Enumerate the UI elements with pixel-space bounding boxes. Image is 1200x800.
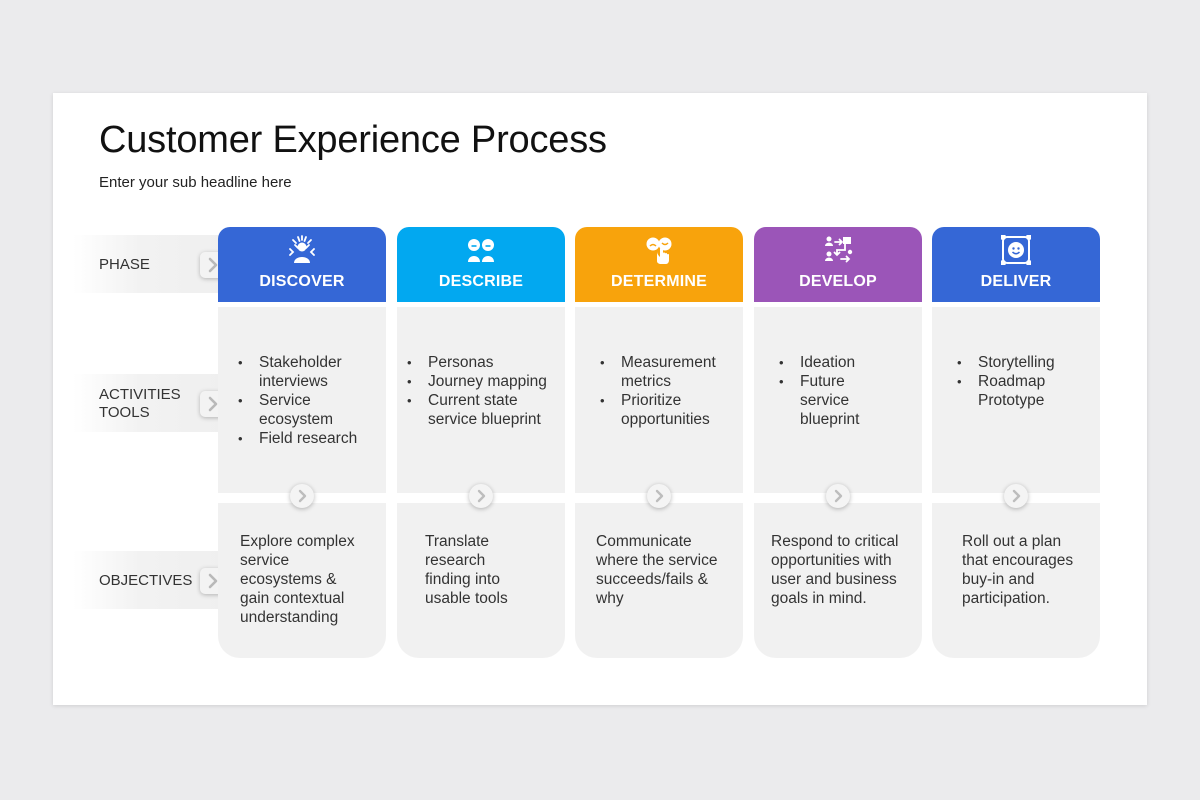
objective-line: understanding — [240, 609, 339, 626]
phase-header: DISCOVER — [218, 227, 386, 302]
objective-cell: Respond to critical opportunities with u… — [754, 503, 922, 658]
activities-list: Storytelling Roadmap Prototype — [956, 353, 1055, 410]
row-label-phase: PHASE — [73, 235, 223, 293]
chevron-right-icon — [290, 484, 314, 508]
chevron-right-icon — [647, 484, 671, 508]
objective-cell: Communicate where the service succeeds/f… — [575, 503, 743, 658]
list-item: ecosystem — [259, 411, 334, 428]
objective-line: research — [425, 552, 486, 569]
objective-line: where the service — [596, 552, 718, 569]
chevron-right-icon — [469, 484, 493, 508]
phase-header: DELIVER — [932, 227, 1100, 302]
row-label-line: ACTIVITIES — [99, 386, 181, 403]
phase-name: DISCOVER — [259, 273, 345, 290]
objective-line: Communicate — [596, 533, 692, 550]
objective-line: usable tools — [425, 590, 508, 607]
phase-name: DESCRIBE — [438, 273, 524, 290]
phase-column-discover: DISCOVER Stakeholder interviews Service … — [218, 227, 386, 658]
chevron-right-icon — [826, 484, 850, 508]
objective-line: goals in mind. — [771, 590, 867, 607]
objective-line: why — [596, 590, 624, 607]
phase-column-describe: DESCRIBE Personas Journey mapping Curren… — [397, 227, 565, 658]
list-item: metrics — [621, 373, 671, 390]
phase-name: DELIVER — [980, 273, 1052, 290]
objective-line: opportunities with — [771, 552, 892, 569]
brainstorm-person-icon — [289, 235, 315, 263]
phase-name: DEVELOP — [799, 273, 877, 290]
objective-line: gain contextual — [240, 590, 345, 607]
list-item: Stakeholder — [237, 353, 357, 372]
list-item: Journey mapping — [406, 372, 547, 391]
objective-line: finding into — [425, 571, 500, 588]
objective-cell: Explore complex service ecosystems & gai… — [218, 503, 386, 658]
row-label-text: OBJECTIVES — [99, 572, 193, 589]
activities-list: Measurement metrics Prioritize opportuni… — [599, 353, 716, 429]
list-item: Current state — [406, 391, 547, 410]
list-item: Personas — [406, 353, 547, 372]
phase-header: DESCRIBE — [397, 227, 565, 302]
list-item: Prototype — [978, 392, 1045, 409]
row-label-text: ACTIVITIES TOOLS — [99, 386, 181, 422]
list-item: Storytelling — [956, 353, 1055, 372]
objective-line: Explore complex — [240, 533, 355, 550]
objective-line: buy-in and — [962, 571, 1035, 588]
workflow-people-icon — [825, 236, 853, 263]
objective-line: that encourages — [962, 552, 1074, 569]
list-item: Prioritize — [599, 391, 716, 410]
face-pointer-icon — [646, 237, 672, 264]
objective-text: Explore complex service ecosystems & gai… — [240, 532, 355, 627]
list-item: interviews — [259, 373, 328, 390]
objective-cell: Roll out a plan that encourages buy-in a… — [932, 503, 1100, 658]
page-subtitle: Enter your sub headline here — [99, 174, 292, 191]
objective-line: participation. — [962, 590, 1050, 607]
objective-line: ecosystems & — [240, 571, 337, 588]
objective-line: user and business — [771, 571, 897, 588]
activities-cell: Storytelling Roadmap Prototype — [932, 307, 1100, 493]
list-item: service — [800, 392, 850, 409]
objective-text: Translate research finding into usable t… — [425, 532, 508, 608]
row-label-line: TOOLS — [99, 404, 150, 421]
objective-line: Roll out a plan — [962, 533, 1062, 550]
list-item: opportunities — [621, 411, 710, 428]
page-title: Customer Experience Process — [99, 119, 607, 161]
slide: Customer Experience Process Enter your s… — [53, 93, 1147, 705]
two-faces-icon — [468, 239, 494, 262]
activities-list: Stakeholder interviews Service ecosystem… — [237, 353, 357, 448]
activities-list: Ideation Future service blueprint — [778, 353, 859, 429]
row-label-text: PHASE — [99, 256, 150, 273]
objective-line: Respond to critical — [771, 533, 899, 550]
face-target-icon — [1001, 235, 1031, 265]
phase-column-deliver: DELIVER Storytelling Roadmap Prototype R… — [932, 227, 1100, 658]
objective-line: service — [240, 552, 290, 569]
activities-cell: Ideation Future service blueprint — [754, 307, 922, 493]
objective-text: Communicate where the service succeeds/f… — [596, 532, 717, 608]
objective-line: Translate — [425, 533, 490, 550]
activities-cell: Measurement metrics Prioritize opportuni… — [575, 307, 743, 493]
list-item: Ideation — [778, 353, 859, 372]
phase-name: DETERMINE — [610, 273, 708, 290]
objective-line: succeeds/fails & — [596, 571, 708, 588]
list-item: Measurement — [599, 353, 716, 372]
activities-cell: Personas Journey mapping Current state s… — [397, 307, 565, 493]
list-item: Service — [237, 391, 357, 410]
row-label-activities: ACTIVITIES TOOLS — [73, 374, 223, 432]
activities-cell: Stakeholder interviews Service ecosystem… — [218, 307, 386, 493]
objective-text: Respond to critical opportunities with u… — [771, 532, 899, 608]
activities-list: Personas Journey mapping Current state s… — [406, 353, 547, 429]
list-item: Field research — [237, 429, 357, 448]
list-item: service blueprint — [428, 411, 541, 428]
phase-header: DEVELOP — [754, 227, 922, 302]
phase-column-develop: DEVELOP Ideation Future service blueprin… — [754, 227, 922, 658]
list-item: Future — [778, 372, 859, 391]
objective-cell: Translate research finding into usable t… — [397, 503, 565, 658]
list-item: Roadmap — [956, 372, 1055, 391]
objective-text: Roll out a plan that encourages buy-in a… — [962, 532, 1073, 608]
phase-column-determine: DETERMINE Measurement metrics Prioritize… — [575, 227, 743, 658]
list-item: blueprint — [800, 411, 860, 428]
phase-header: DETERMINE — [575, 227, 743, 302]
chevron-right-icon — [1004, 484, 1028, 508]
row-label-objectives: OBJECTIVES — [73, 551, 223, 609]
